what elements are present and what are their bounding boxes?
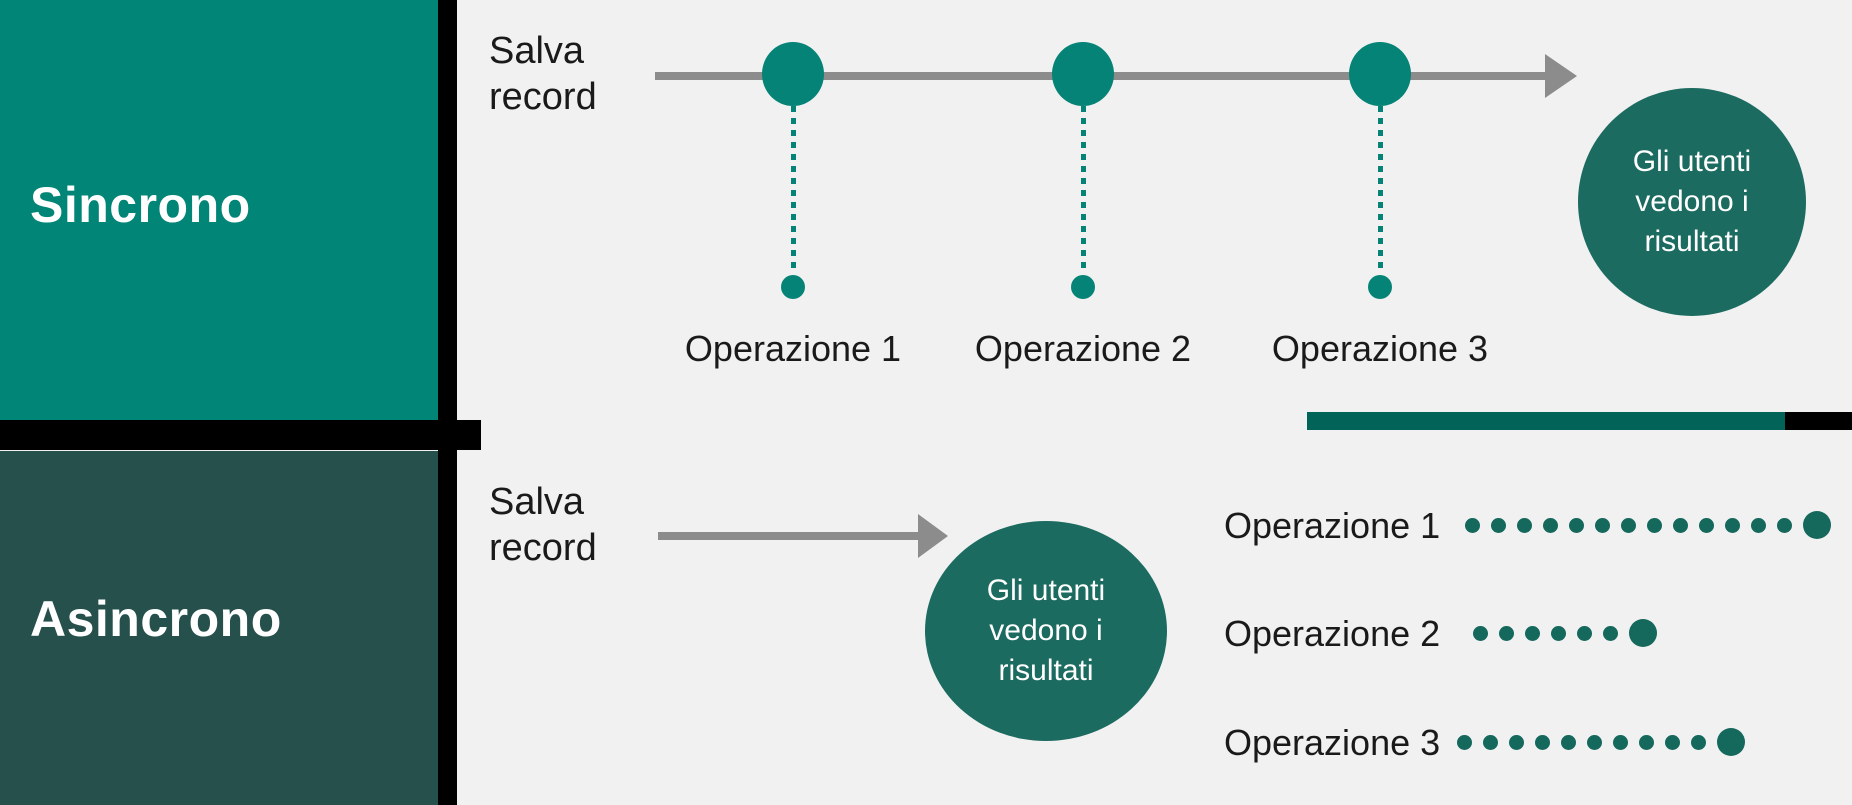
async-users-see-results-circle: Gli utenti vedono i risultati [925,521,1167,741]
progress-dot-icon [1777,517,1792,533]
sync-save-record-label: Salva record [489,28,597,120]
connector-end-dot-icon [1071,275,1095,299]
result-line2: vedono i [989,614,1103,647]
progress-dot-icon [1509,734,1524,750]
progress-dot-icon [1465,517,1480,533]
horizontal-divider-bar [0,420,481,450]
progress-dot-icon [1603,625,1618,641]
asincrono-box: Asincrono [0,451,438,805]
asincrono-title: Asincrono [30,591,282,647]
sync-operation-1-label: Operazione 1 [684,328,902,369]
progress-dot-icon [1517,517,1532,533]
progress-dot-icon [1621,517,1636,533]
connector-end-dot-icon [1368,275,1392,299]
progress-dot-icon [1751,517,1766,533]
async-save-record-label: Salva record [489,479,597,571]
progress-dot-icon [1457,734,1472,750]
progress-dot-icon [1673,517,1688,533]
sync-operation-3-label: Operazione 3 [1271,328,1489,369]
progress-dot-icon [1543,517,1558,533]
sync-operation-2-label: Operazione 2 [974,328,1192,369]
result-line1: Gli utenti [1632,145,1752,178]
progress-dot-icon [1569,517,1584,533]
progress-end-dot-icon [1717,728,1745,756]
sync-save-line2: record [489,76,597,118]
progress-dot-icon [1691,734,1706,750]
dotted-connector-line [1378,106,1383,272]
sync-save-line1: Salva [489,30,585,72]
progress-dot-icon [1535,734,1550,750]
dotted-connector-line [791,106,796,272]
async-arrowhead-icon [918,514,948,558]
result-line1: Gli utenti [986,574,1106,607]
result-line3: risultati [998,654,1094,687]
async-operation-3-label: Operazione 3 [1224,722,1441,763]
progress-dot-icon [1699,517,1714,533]
timeline-node-icon [1349,42,1411,106]
progress-dot-icon [1473,625,1488,641]
progress-dot-icon [1587,734,1602,750]
sincrono-box: Sincrono [0,0,438,420]
async-operation-2-progress-dots [1473,619,1657,647]
progress-end-dot-icon [1629,619,1657,647]
async-save-line1: Salva [489,481,585,523]
progress-dot-icon [1551,625,1566,641]
timeline-node-icon [1052,42,1114,106]
progress-dot-icon [1595,517,1610,533]
progress-dot-icon [1491,517,1506,533]
async-operation-1-progress-dots [1465,511,1831,539]
progress-dot-icon [1725,517,1740,533]
progress-dot-icon [1499,625,1514,641]
sync-timeline-arrowhead-icon [1545,54,1577,98]
async-operation-1-label: Operazione 1 [1224,505,1441,546]
progress-dot-icon [1561,734,1576,750]
async-operation-2-label: Operazione 2 [1224,613,1441,654]
async-operation-3-progress-dots [1457,728,1745,756]
section-accent-bar-end [1785,412,1852,430]
vertical-divider-bar [438,0,457,805]
result-line3: risultati [1644,225,1740,258]
progress-dot-icon [1613,734,1628,750]
section-accent-bar [1307,412,1785,430]
async-save-line2: record [489,527,597,569]
dotted-connector-line [1081,106,1086,272]
connector-end-dot-icon [781,275,805,299]
async-arrow-line [658,532,918,540]
progress-dot-icon [1525,625,1540,641]
sincrono-title: Sincrono [30,177,251,233]
progress-dot-icon [1665,734,1680,750]
progress-dot-icon [1639,734,1654,750]
progress-dot-icon [1483,734,1498,750]
timeline-node-icon [762,42,824,106]
sync-users-see-results-circle: Gli utenti vedono i risultati [1578,88,1806,316]
result-line2: vedono i [1635,185,1749,218]
progress-dot-icon [1577,625,1592,641]
progress-end-dot-icon [1803,511,1831,539]
progress-dot-icon [1647,517,1662,533]
